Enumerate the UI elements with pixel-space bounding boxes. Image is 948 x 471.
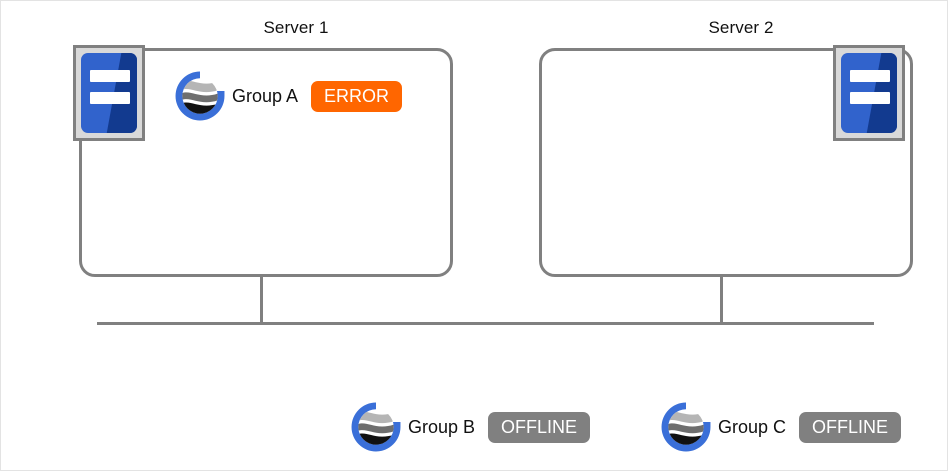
server-icon [833, 45, 905, 141]
server-1-drop-line [260, 277, 263, 325]
server-2-title: Server 2 [708, 18, 774, 37]
group-c-status-badge[interactable]: OFFLINE [799, 411, 902, 443]
server-icon-bar [850, 92, 890, 104]
server-icon-bar [850, 70, 890, 82]
server-2-drop-line [720, 277, 723, 325]
globe-logo-icon [175, 71, 225, 121]
group-c-row[interactable]: Group C OFFLINE [659, 400, 902, 454]
globe-logo-icon [351, 402, 401, 452]
group-c-label: Group C [718, 416, 787, 437]
network-bus-line [97, 322, 874, 325]
group-b-row[interactable]: Group B OFFLINE [349, 400, 591, 454]
globe-logo-icon [661, 402, 711, 452]
server-1-title: Server 1 [263, 18, 329, 37]
group-a-label: Group A [232, 85, 299, 106]
server-icon-bar [90, 92, 130, 104]
group-b-status-badge[interactable]: OFFLINE [488, 411, 591, 443]
group-a-status-badge[interactable]: ERROR [311, 80, 403, 112]
group-b-label: Group B [408, 416, 476, 437]
server-icon-body [841, 53, 897, 133]
group-a-row[interactable]: Group A ERROR [173, 69, 403, 123]
server-icon-bar [90, 70, 130, 82]
server-icon-body [81, 53, 137, 133]
server-icon [73, 45, 145, 141]
